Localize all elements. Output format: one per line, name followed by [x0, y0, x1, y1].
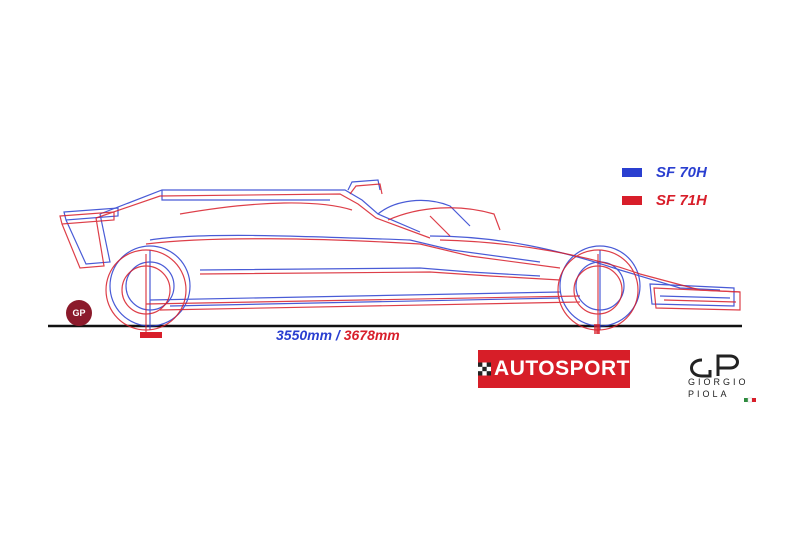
autosport-wordmark: AUTOSPORT [494, 357, 630, 380]
sf70h-outline [63, 179, 735, 330]
wheelbase-old: 3550mm [276, 327, 333, 343]
front-axle-marker-red [594, 324, 600, 334]
legend-item-sf70h: SF 70H [622, 158, 707, 186]
giorgio-piola-wordmark: GIORGIO PIOLA [688, 376, 749, 400]
sf71h-outline [59, 183, 741, 334]
giorgio-piola-logo-mark [690, 354, 756, 403]
rear-axle-marker-red [140, 332, 162, 338]
artist-first-name: GIORGIO [688, 377, 749, 387]
autosport-logo: AUTOSPORT [478, 350, 630, 388]
wheelbase-separator: / [332, 327, 344, 343]
gp-badge-logo: GP [66, 300, 92, 326]
gp-badge-text: GP [72, 308, 86, 318]
legend-swatch-blue [622, 167, 642, 177]
legend-label: SF 70H [656, 163, 707, 181]
wheelbase-new: 3678mm [343, 327, 400, 343]
legend-swatch-red [622, 195, 642, 205]
legend-item-sf71h: SF 71H [622, 186, 707, 214]
wheelbase-label: 3550mm / 3678mm [276, 327, 400, 343]
legend: SF 70H SF 71H [622, 158, 707, 214]
legend-label: SF 71H [656, 191, 707, 209]
artist-last-name: PIOLA [688, 389, 730, 399]
checkered-flag-icon [478, 362, 492, 376]
